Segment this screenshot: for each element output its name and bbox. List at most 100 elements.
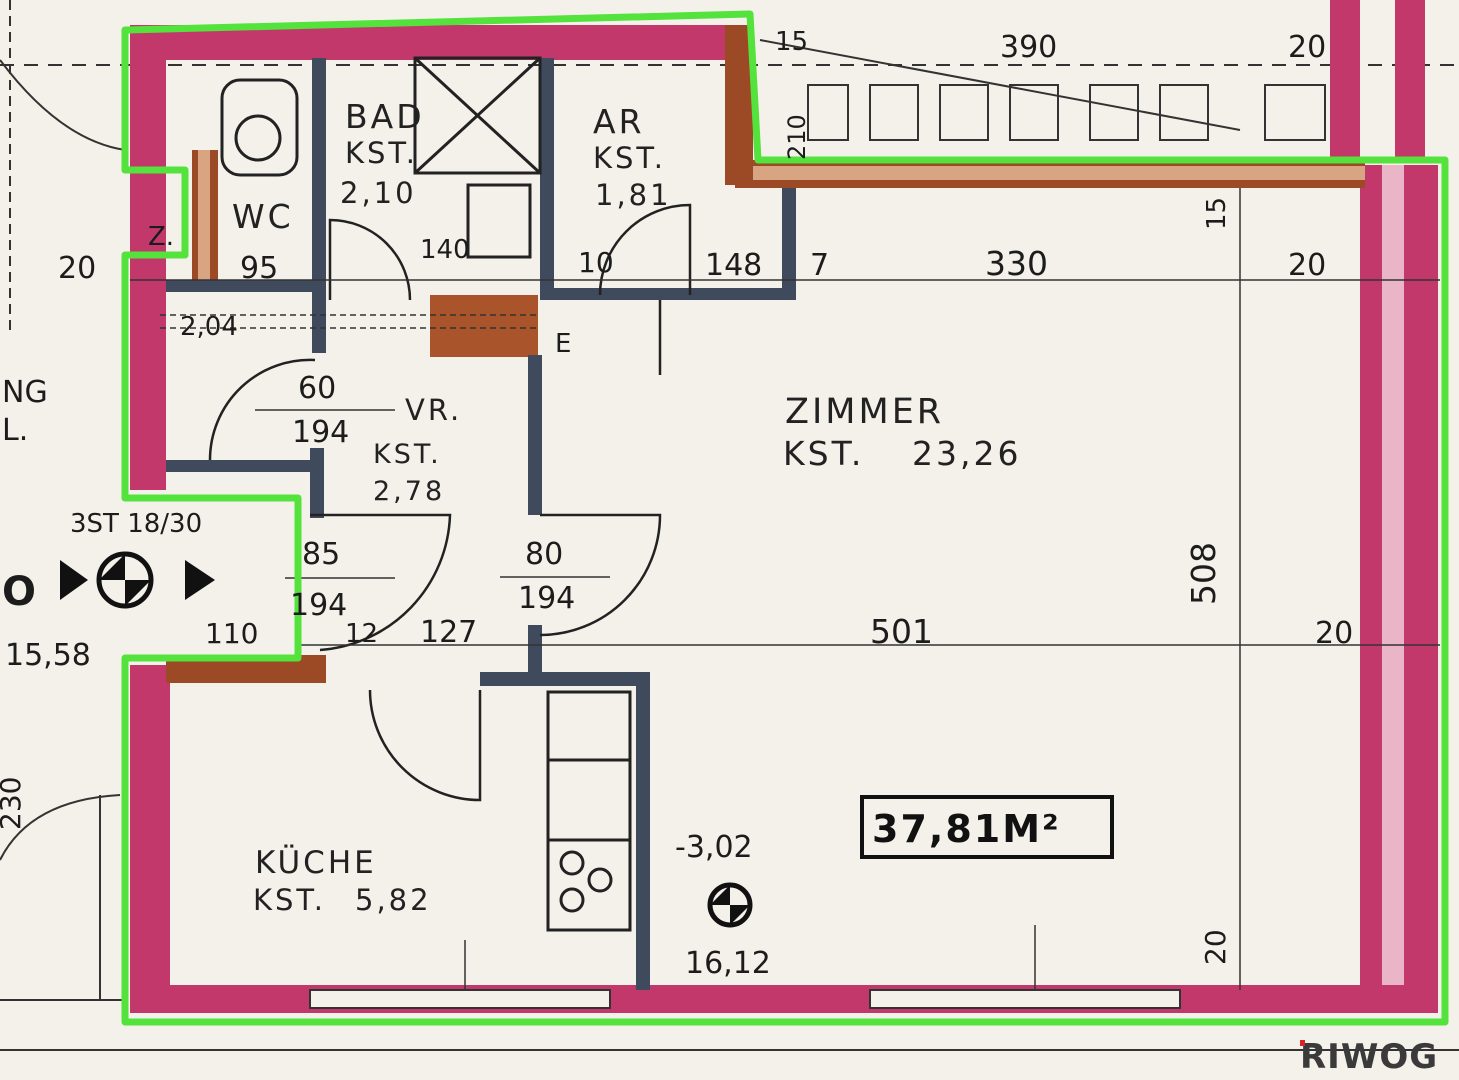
partition-vr-bottom (166, 460, 321, 472)
dim-label: 15,58 (5, 638, 91, 673)
dim-label: 330 (985, 244, 1048, 283)
brown-wall-vertical (725, 25, 753, 185)
dim-label: 210 (783, 114, 811, 160)
washbasin-icon (466, 183, 532, 259)
dim-label: 20 (1288, 30, 1326, 65)
dim-label: NG (2, 375, 48, 410)
room-kst-kueche: KST. (253, 883, 326, 917)
room-name-zimmer: ZIMMER (785, 392, 944, 432)
door-zimmer-swing (539, 513, 662, 637)
dim-label: 15 (775, 27, 808, 57)
dim-label: 20 (58, 251, 96, 286)
partition-wc-bad (312, 58, 326, 353)
partition-kueche-right (636, 672, 650, 990)
partition-ar-zimmer (782, 188, 796, 300)
dim-label: 508 (1184, 542, 1223, 605)
room-kst-vr: KST. (373, 439, 442, 470)
room-name-ar: AR (593, 102, 645, 141)
dim-label: 110 (205, 617, 258, 650)
dim-label: 194 (290, 588, 347, 623)
dim-label: 10 (578, 246, 614, 279)
dim-label: 194 (518, 581, 575, 616)
walls (130, 25, 1438, 1013)
toilet-bowl-icon (234, 114, 282, 162)
door-kueche-swing (368, 689, 482, 802)
dim-label: 2,04 (180, 312, 238, 342)
dim-label: Z. (148, 222, 174, 252)
dim-label: 127 (420, 615, 477, 650)
room-labels: BAD KST. 2,10 AR KST. 1,81 WC VR. KST. 2… (232, 97, 1021, 917)
dim-label: 230 (0, 777, 27, 830)
apartment-outline (121, 10, 1449, 1026)
stove-burner-icon (587, 867, 613, 893)
exterior-wall-left-lower (130, 665, 170, 1010)
neighbor-wall-strip (1395, 0, 1425, 160)
total-area-label: 37,81M² (872, 807, 1061, 851)
kitchen-counter-icon (546, 690, 632, 932)
window (869, 989, 1181, 1009)
riwog-logo: RIWOG (1300, 1037, 1438, 1077)
exterior-wall-top-left (130, 25, 750, 60)
doors (208, 203, 692, 802)
meter-symbols (60, 551, 753, 928)
door-bad-swing (328, 218, 412, 301)
dim-label: 16,12 (685, 946, 771, 981)
partition-bad-ar (540, 58, 554, 298)
dimension-lines (130, 188, 1440, 990)
window (309, 989, 611, 1009)
partition-vr-left (310, 448, 324, 518)
dim-label: 80 (525, 537, 563, 572)
dim-label: 85 (302, 537, 340, 572)
dim-label: 140 (420, 235, 470, 265)
dim-label: 148 (705, 248, 762, 283)
partition-vr-zimmer (528, 355, 542, 515)
exterior-wall-right-core (1382, 165, 1404, 1000)
door-ar-swing (598, 203, 692, 296)
dim-label: 95 (240, 251, 278, 286)
dim-label: 7 (810, 248, 829, 283)
room-area-kueche: 5,82 (355, 883, 432, 917)
dim-label: 15 (1202, 197, 1232, 230)
dim-label: 20 (1288, 248, 1326, 283)
dim-label: 501 (870, 612, 933, 651)
neighbor-context (0, 0, 1459, 1051)
partition-horizontal-upper (540, 288, 796, 300)
dim-label: 12 (345, 619, 378, 649)
shower-tray-icon (413, 56, 542, 175)
neighbor-wall-strip (1330, 0, 1360, 160)
room-kst-bad: KST. (345, 136, 418, 170)
partition-kueche-top (480, 672, 650, 686)
dim-label: 390 (1000, 30, 1057, 65)
room-name-bad: BAD (345, 97, 425, 136)
room-area-vr: 2,78 (373, 476, 445, 507)
room-name-vr: VR. (405, 393, 462, 427)
arrow-icon (60, 560, 88, 600)
dim-label: E (555, 329, 571, 359)
dim-label: 194 (292, 415, 349, 450)
room-area-zimmer: 23,26 (912, 434, 1021, 473)
dim-label: 20 (1199, 929, 1232, 965)
logo-accent (1300, 1040, 1305, 1046)
toilet-icon (220, 78, 299, 177)
room-area-bad: 2,10 (340, 176, 417, 210)
dim-label: 3ST 18/30 (70, 509, 202, 539)
brown-wall-top-core (735, 166, 1365, 180)
arrow-icon (185, 560, 215, 600)
room-kst-zimmer: KST. (783, 434, 864, 473)
total-area-box (860, 795, 1114, 859)
dim-label: 60 (298, 371, 336, 406)
stove-burner-icon (559, 887, 585, 913)
room-kst-ar: KST. (593, 141, 666, 175)
dim-label: L. (2, 413, 28, 448)
fixtures (220, 56, 632, 932)
room-name-kueche: KÜCHE (255, 844, 377, 881)
dim-label: -3,02 (675, 830, 753, 865)
partition-vr-zimmer-lower (528, 625, 542, 685)
brown-shaft (430, 295, 538, 357)
stove-burner-icon (559, 850, 585, 876)
dim-label: O (2, 569, 36, 615)
brown-wall-wc-core (198, 150, 210, 285)
dim-label: 20 (1315, 616, 1353, 651)
door-vr-swing (208, 358, 316, 461)
